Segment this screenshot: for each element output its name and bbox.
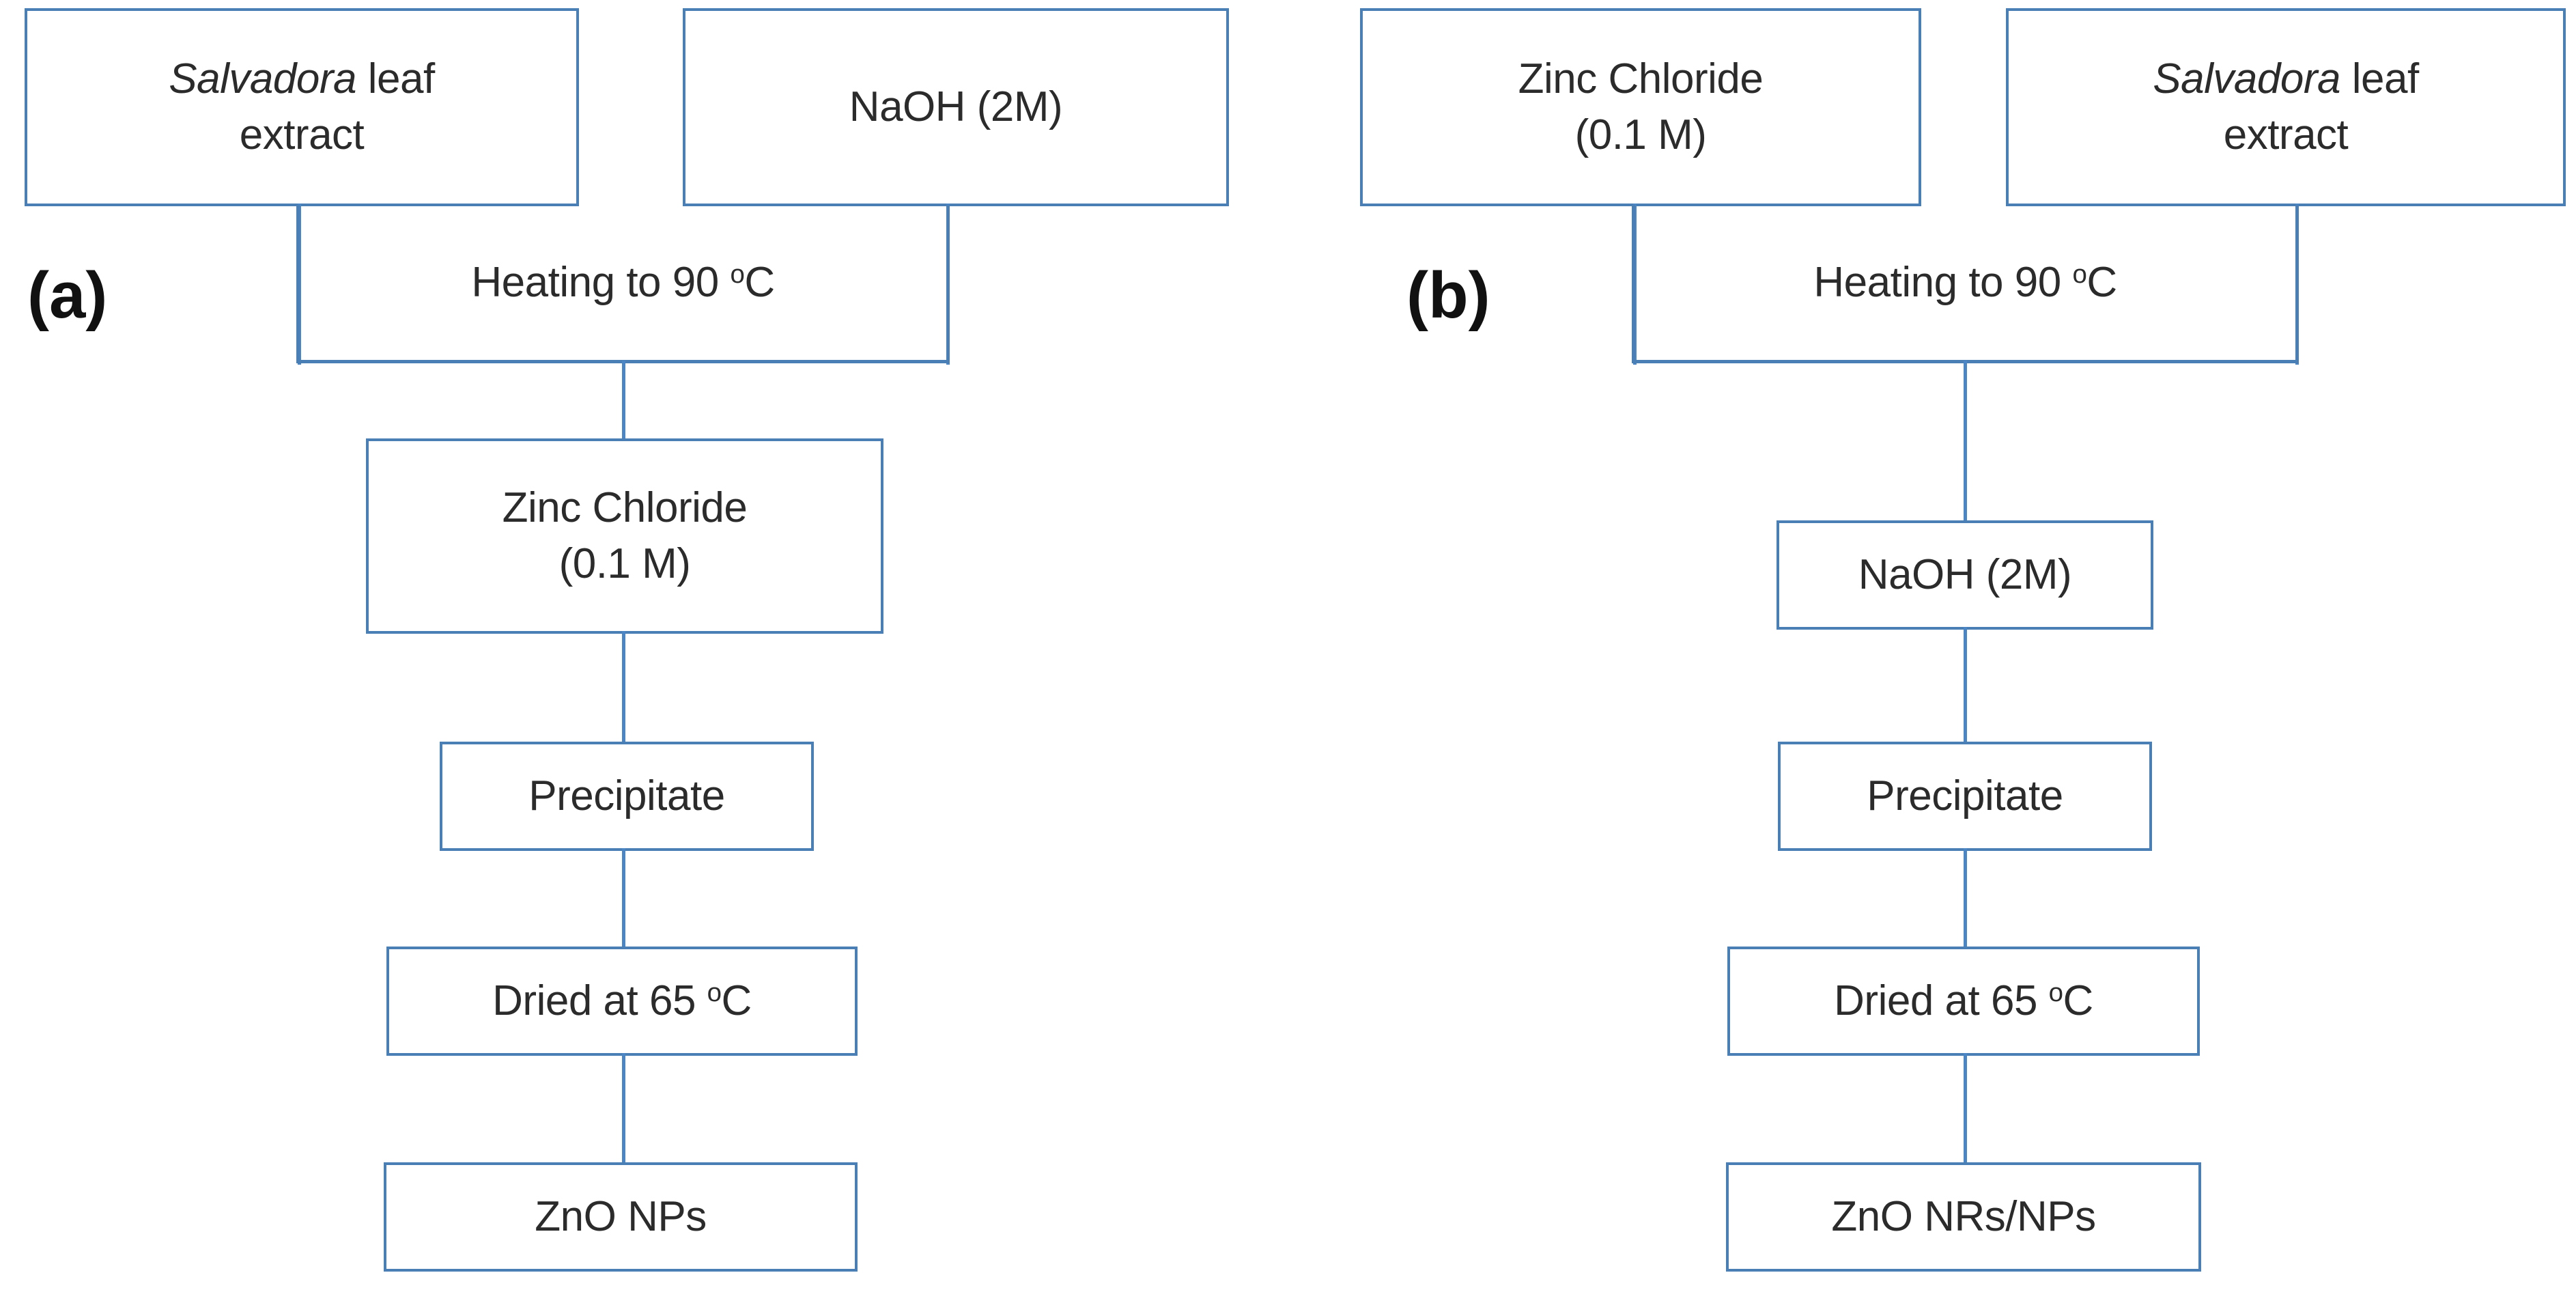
node-text-rest: leaf bbox=[356, 55, 435, 103]
species-name: Salvadora bbox=[169, 55, 356, 103]
node-text-line2: (0.1 M) bbox=[558, 540, 691, 587]
heating-text-before: Heating to 90 bbox=[471, 259, 731, 306]
dried-text-after: C bbox=[2063, 977, 2094, 1025]
connector-precipitate-to-dried-a bbox=[622, 848, 625, 949]
node-zno-nrs-nps-b: ZnO NRs/NPs bbox=[1726, 1162, 2201, 1272]
node-text: Heating to 90 oC bbox=[471, 258, 775, 307]
node-zno-nps-a: ZnO NPs bbox=[384, 1162, 858, 1272]
node-text: Zinc Chloride (0.1 M) bbox=[369, 480, 881, 592]
node-text-line2: extract bbox=[239, 111, 365, 158]
node-text: NaOH (2M) bbox=[849, 83, 1063, 131]
heating-text-after: C bbox=[2086, 259, 2117, 306]
node-text: Dried at 65 oC bbox=[389, 973, 855, 1029]
connector-heating-to-naoh-b bbox=[1964, 361, 1967, 524]
node-text-line1: Zinc Chloride bbox=[502, 484, 748, 532]
node-text: Precipitate bbox=[1867, 772, 2063, 820]
connector-naoh-to-precipitate-b bbox=[1964, 627, 1967, 744]
node-text: Salvadora leaf extract bbox=[27, 51, 576, 163]
node-salvadora-leaf-extract-b: Salvadora leaf extract bbox=[2006, 8, 2566, 206]
node-dried-a: Dried at 65 oC bbox=[386, 947, 858, 1056]
node-salvadora-leaf-extract-a: Salvadora leaf extract bbox=[25, 8, 579, 206]
node-zinc-chloride-a: Zinc Chloride (0.1 M) bbox=[366, 438, 883, 634]
node-text: ZnO NRs/NPs bbox=[1831, 1193, 2096, 1241]
node-text-line2: extract bbox=[2223, 111, 2349, 158]
degree-symbol: o bbox=[730, 260, 745, 290]
node-text: Dried at 65 oC bbox=[1730, 973, 2197, 1029]
node-text: Salvadora leaf extract bbox=[2009, 51, 2563, 163]
panel-label-a: (a) bbox=[27, 259, 108, 332]
node-text: Heating to 90 oC bbox=[1813, 258, 2117, 307]
connector-dried-to-product-a bbox=[622, 1053, 625, 1165]
node-precipitate-a: Precipitate bbox=[440, 742, 814, 851]
connector-zncl2-to-precipitate-a bbox=[622, 631, 625, 744]
degree-symbol: o bbox=[707, 978, 722, 1008]
species-name: Salvadora bbox=[2153, 55, 2340, 103]
node-naoh-a: NaOH (2M) bbox=[683, 8, 1229, 206]
dried-text-after: C bbox=[721, 977, 752, 1025]
dried-text-before: Dried at 65 bbox=[1834, 977, 2049, 1025]
node-text-line2: (0.1 M) bbox=[1574, 111, 1707, 158]
heating-text-after: C bbox=[744, 259, 775, 306]
node-heating-b: Heating to 90 oC bbox=[1632, 205, 2299, 363]
connector-precipitate-to-dried-b bbox=[1964, 848, 1967, 949]
heating-text-before: Heating to 90 bbox=[1813, 259, 2073, 306]
node-text-rest: leaf bbox=[2340, 55, 2419, 103]
degree-symbol: o bbox=[2048, 978, 2063, 1008]
node-dried-b: Dried at 65 oC bbox=[1727, 947, 2200, 1056]
connector-dried-to-product-b bbox=[1964, 1053, 1967, 1165]
node-text: Zinc Chloride (0.1 M) bbox=[1363, 51, 1919, 163]
node-text: Precipitate bbox=[528, 772, 725, 820]
node-text-line1: Zinc Chloride bbox=[1518, 55, 1764, 103]
node-naoh-b: NaOH (2M) bbox=[1777, 520, 2153, 630]
panel-label-b: (b) bbox=[1406, 259, 1490, 332]
node-text: NaOH (2M) bbox=[1858, 551, 2072, 599]
node-heating-a: Heating to 90 oC bbox=[296, 205, 950, 363]
connector-heating-to-zncl2-a bbox=[622, 361, 625, 441]
dried-text-before: Dried at 65 bbox=[492, 977, 707, 1025]
degree-symbol: o bbox=[2072, 260, 2087, 290]
node-text: ZnO NPs bbox=[535, 1193, 707, 1241]
node-zinc-chloride-b: Zinc Chloride (0.1 M) bbox=[1360, 8, 1921, 206]
node-precipitate-b: Precipitate bbox=[1778, 742, 2152, 851]
